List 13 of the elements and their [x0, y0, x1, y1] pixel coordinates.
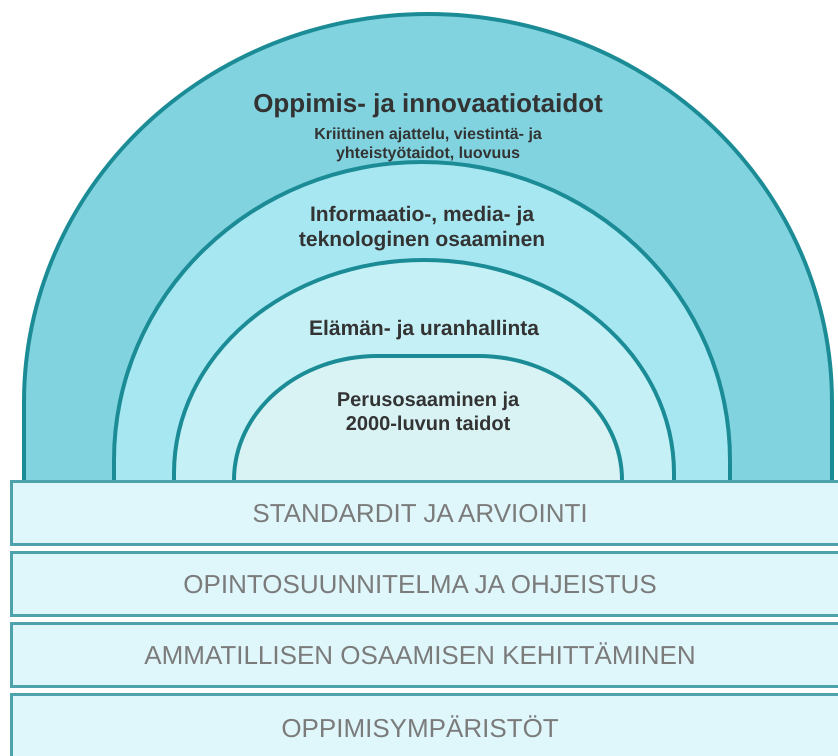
ring-heading: Oppimis- ja innovaatiotaidot [253, 88, 603, 120]
ring-heading: Elämän- ja uranhallinta [309, 316, 539, 342]
foundation-bar [10, 551, 838, 617]
foundation-bar [10, 693, 838, 756]
ring-heading: Perusosaaminen ja 2000-luvun taidot [336, 388, 520, 436]
bar-label: STANDARDIT JA ARVIOINTI [252, 498, 588, 528]
ring-description: Kriittinen ajattelu, viestintä- ja yhteistyötaidot, luovuus [313, 125, 543, 164]
foundation-bar [10, 622, 838, 688]
bar-label: OPPIMISYMPÄRISTÖT [281, 712, 559, 744]
ring-heading: Informaatio-, media- ja teknologinen osaaminen [298, 202, 546, 252]
bar-label: OPINTOSUUNNITELMA JA OHJEISTUS [183, 568, 657, 600]
foundation-bar [10, 480, 838, 546]
bar-label: AMMATILLISEN OSAAMISEN KEHITTÄMINEN [144, 640, 696, 670]
